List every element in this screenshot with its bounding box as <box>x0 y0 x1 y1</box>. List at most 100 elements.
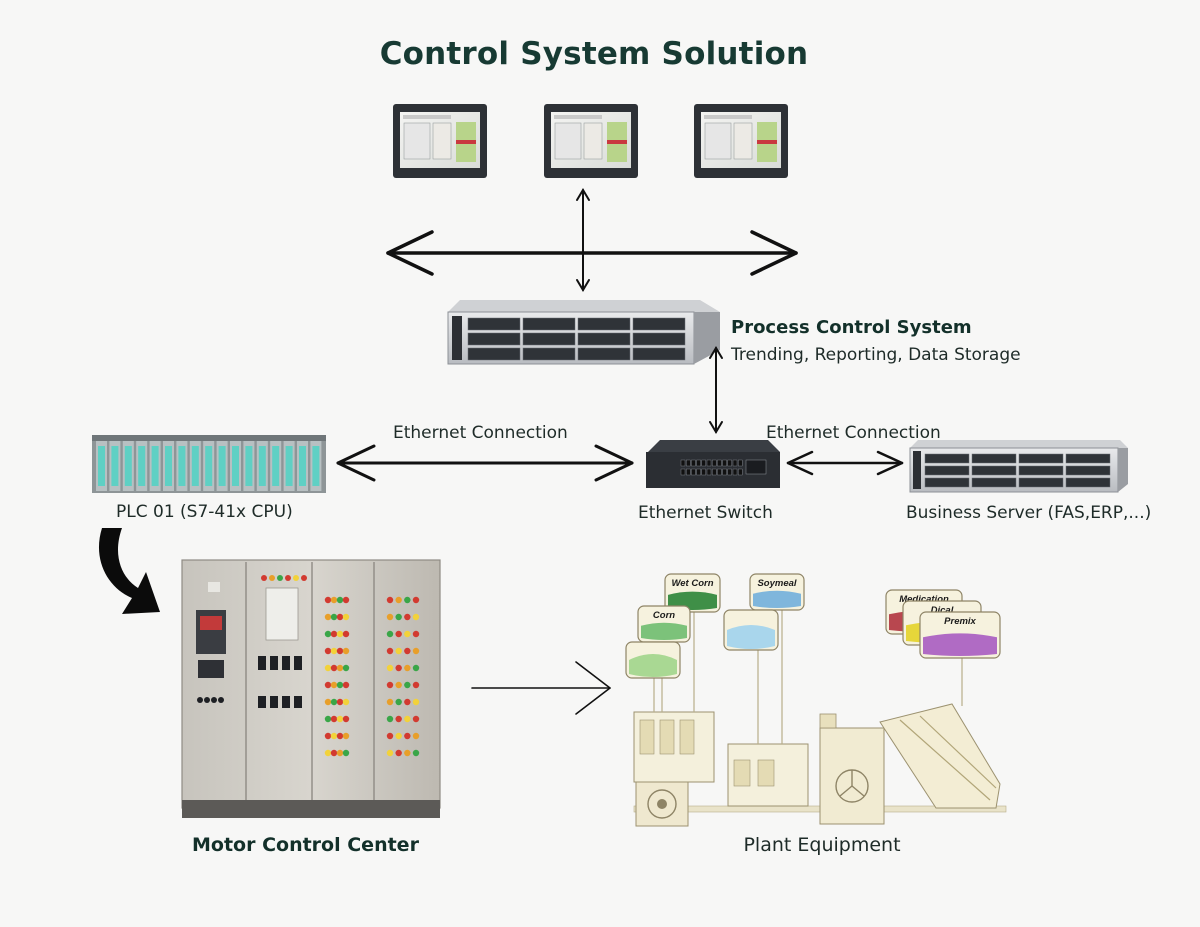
switch-port <box>717 468 722 476</box>
bin-label: Medication <box>899 594 949 605</box>
indicator-light <box>412 613 420 621</box>
indicator-light <box>412 630 420 638</box>
indicator-light <box>404 664 411 672</box>
indicator-light <box>404 749 411 757</box>
indicator-light <box>395 613 402 621</box>
indicator-light <box>404 613 411 621</box>
indicator-light <box>324 732 332 740</box>
process-control-server <box>447 300 720 365</box>
indicator-light <box>293 575 299 581</box>
drive-bay <box>632 332 686 346</box>
hmi-panel-center <box>544 104 638 178</box>
process-control-title: Process Control System <box>731 317 972 338</box>
indicator-light <box>404 681 411 689</box>
indicator-light <box>336 715 344 723</box>
switch-port <box>738 468 743 476</box>
breaker-switch <box>294 696 302 708</box>
drive-bay <box>467 317 521 331</box>
breaker-switch <box>270 696 278 708</box>
drive-bay <box>522 347 576 361</box>
bin-label: Corn <box>653 610 675 621</box>
plc-module-window <box>285 446 293 486</box>
selector-knob <box>211 697 217 703</box>
indicator-light <box>330 630 338 638</box>
plc-module-window <box>138 446 146 486</box>
indicator-light <box>324 664 332 672</box>
hmi-bus-arrow <box>386 230 798 276</box>
indicator-light <box>395 715 402 723</box>
drive-bay <box>924 453 970 464</box>
switch-port <box>738 459 743 467</box>
indicator-light <box>324 749 332 757</box>
indicator-light <box>342 698 350 706</box>
indicator-light <box>395 698 402 706</box>
breaker-switch <box>294 656 302 670</box>
indicator-light <box>336 698 344 706</box>
bin-label: Wet Corn <box>671 578 713 589</box>
breaker-switch <box>258 656 266 670</box>
indicator-light <box>386 647 394 655</box>
bin-fill <box>641 622 687 640</box>
drive-bay <box>924 465 970 476</box>
plc-mcc-curved-arrow <box>98 528 160 614</box>
indicator-light <box>261 575 267 581</box>
bin-fill <box>923 633 997 656</box>
drive-bay <box>632 317 686 331</box>
switch-business-arrow <box>786 450 904 476</box>
indicator-light <box>386 732 394 740</box>
breaker-switch <box>282 696 290 708</box>
selector-knob <box>197 697 203 703</box>
drive-bay <box>632 347 686 361</box>
selector-knob <box>204 697 210 703</box>
plc-module-window <box>98 446 105 486</box>
indicator-light <box>336 681 344 689</box>
indicator-light <box>324 647 332 655</box>
bin-fill <box>753 590 801 608</box>
indicator-light <box>330 596 338 604</box>
plc-module-window <box>218 446 226 486</box>
ethernet-switch <box>646 440 780 488</box>
bin-fill <box>629 654 677 677</box>
switch-port <box>712 459 717 467</box>
switch-sfp-port <box>745 459 767 475</box>
plant-equipment <box>633 608 1007 827</box>
plc-module-window <box>178 446 186 486</box>
indicator-light <box>330 715 338 723</box>
indicator-light <box>336 732 344 740</box>
indicator-light <box>336 613 344 621</box>
indicator-light <box>324 630 332 638</box>
drive-bay <box>577 317 631 331</box>
indicator-light <box>342 749 350 757</box>
plc-module-window <box>232 446 239 486</box>
indicator-light <box>386 596 394 604</box>
switch-port <box>722 468 727 476</box>
indicator-light <box>330 732 338 740</box>
switch-port <box>680 468 686 476</box>
plant-equipment-label: Plant Equipment <box>743 834 901 856</box>
indicator-light <box>395 596 402 604</box>
plc-module-window <box>205 446 213 486</box>
indicator-light <box>330 647 338 655</box>
indicator-light <box>330 613 338 621</box>
business-server <box>909 440 1128 493</box>
indicator-light <box>285 575 291 581</box>
switch-port <box>691 459 696 467</box>
plc-module-window <box>124 446 132 486</box>
drive-bay <box>1018 453 1064 464</box>
indicator-light <box>412 664 420 672</box>
drive-bay <box>971 453 1017 464</box>
indicator-light <box>336 664 344 672</box>
indicator-light <box>336 596 344 604</box>
mcc-label: Motor Control Center <box>192 834 419 856</box>
indicator-light <box>330 664 338 672</box>
drive-bay <box>1018 465 1064 476</box>
indicator-light <box>336 749 344 757</box>
indicator-light <box>301 575 307 581</box>
switch-port <box>727 459 732 467</box>
plc-switch-arrow <box>336 444 634 482</box>
drive-bay <box>467 332 521 346</box>
bin-label: Dical <box>931 605 954 616</box>
switch-port <box>696 468 701 476</box>
